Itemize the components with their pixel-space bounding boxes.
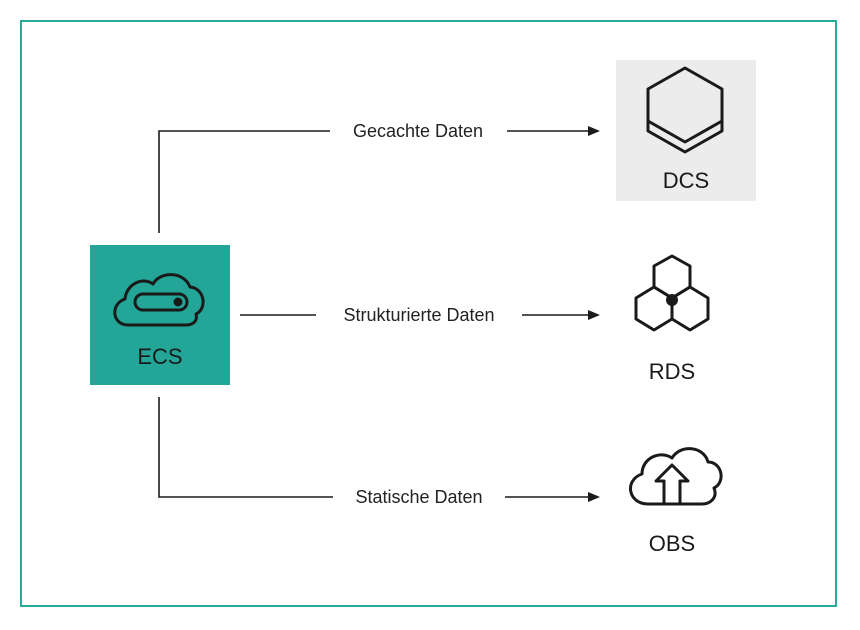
obs-node: OBS	[629, 447, 723, 556]
dcs-box	[616, 60, 756, 201]
cloud-server-icon	[113, 273, 205, 327]
ecs-node: ECS	[90, 245, 230, 385]
hexagon-cube-icon	[646, 66, 724, 154]
cloud-upload-icon	[629, 447, 723, 506]
edge-static: Statische Daten	[158, 397, 600, 507]
dcs-label: DCS	[663, 168, 709, 193]
edge-cached-label: Gecachte Daten	[353, 121, 483, 141]
edge-static-label: Statische Daten	[355, 487, 482, 507]
diagram-frame	[20, 20, 837, 607]
edge-cached: Gecachte Daten	[158, 121, 600, 233]
rds-label: RDS	[649, 359, 695, 384]
edge-structured-label: Strukturierte Daten	[343, 305, 494, 325]
dcs-node: DCS	[616, 60, 756, 201]
edge-structured: Strukturierte Daten	[240, 305, 600, 325]
edge-cached-line	[158, 130, 330, 233]
rds-node: RDS	[634, 254, 710, 384]
edge-static-line	[158, 397, 333, 498]
honeycomb-icon	[634, 254, 710, 332]
ecs-box	[90, 245, 230, 385]
obs-label: OBS	[649, 531, 695, 556]
ecs-label: ECS	[137, 344, 182, 369]
